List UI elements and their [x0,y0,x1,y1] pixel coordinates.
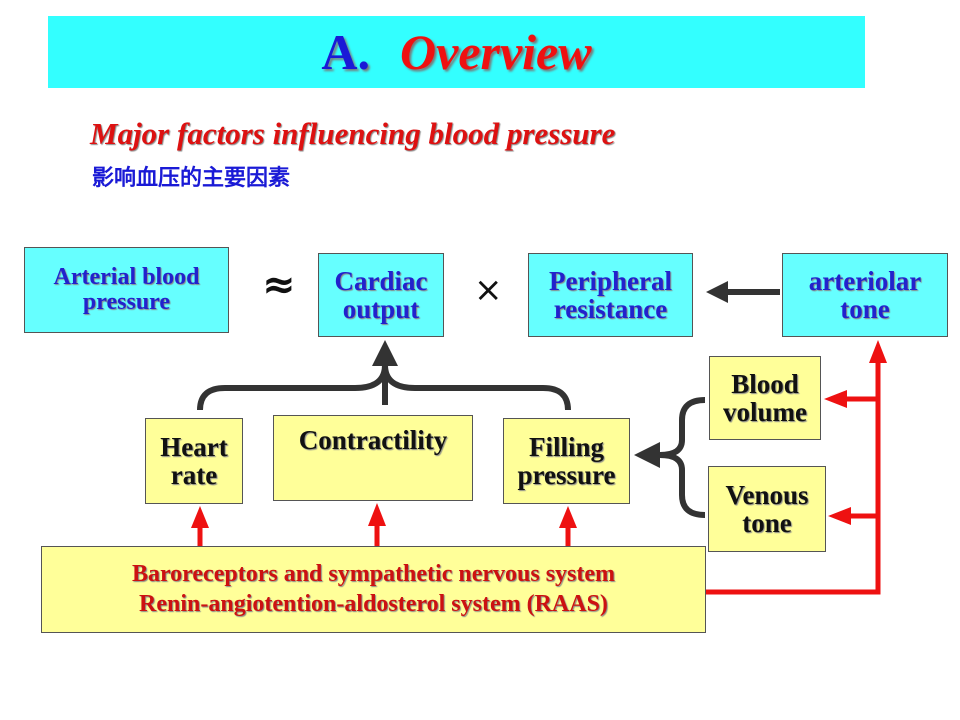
subtitle-chinese: 影响血压的主要因素 [92,166,291,191]
filling-label-line-1: Filling [528,431,604,462]
title-letter: A. [321,24,371,80]
arrow-head-to-cardiac-output [372,340,398,366]
heart-rate-box: Heart rate [145,418,243,504]
red-arrow-to-heart-rate [191,506,209,546]
cardiac-output-box: Cardiac output [318,253,444,337]
subtitle-english: Major factors influencing blood pressure [90,116,616,151]
filling-label-line-2: pressure [517,460,616,490]
arteriolar-label-line-1: arteriolar [808,265,922,296]
red-arrow-to-venous-tone [828,507,878,525]
peripheral-label-line-1: Peripheral [549,265,672,296]
blood-volume-box: Blood volume [709,356,821,440]
arterial-label-line-1: Arterial blood [53,263,200,290]
cardiac-label-line-1: Cardiac [334,265,428,296]
regulators-box: Baroreceptors and sympathetic nervous sy… [41,546,706,633]
heart-label-line-1: Heart [160,431,228,462]
arrow-arteriolar-to-peripheral [706,281,780,303]
peripheral-resistance-box: Peripheral resistance [528,253,693,337]
red-arrow-to-blood-volume [824,390,878,408]
title-word: Overview [400,24,592,80]
red-arrow-to-filling [559,506,577,546]
venous-label-line-2: tone [742,508,792,538]
arterial-label-line-2: pressure [82,289,171,315]
arteriolar-tone-box: arteriolar tone [782,253,948,337]
bracket-to-cardiac-output [197,360,571,411]
peripheral-label-line-2: resistance [553,294,668,324]
arrow-head-to-filling [634,442,660,468]
regulator-line-1: Baroreceptors and sympathetic nervous sy… [131,561,616,588]
red-path-to-arteriolar-tone [706,340,887,595]
blood-label-line-2: volume [723,397,807,427]
arteriolar-label-line-2: tone [840,294,890,324]
contractility-label: Contractility [298,425,448,455]
brace-to-filling-pressure [659,397,706,518]
red-arrow-to-contractility [368,503,386,546]
title-banner: A. Overview [48,16,865,88]
regulator-line-2: Renin-angiotention-aldosterol system (RA… [139,590,608,617]
slide-title: A. Overview [321,23,591,81]
venous-label-line-1: Venous [725,479,809,510]
arterial-blood-pressure-box: Arterial blood pressure [24,247,229,333]
cardiac-label-line-2: output [342,294,420,324]
heart-label-line-2: rate [170,460,218,490]
approx-symbol: ≈ [262,262,296,308]
contractility-box: Contractility [273,415,473,501]
times-symbol: × [474,270,503,310]
venous-tone-box: Venous tone [708,466,826,552]
filling-pressure-box: Filling pressure [503,418,630,504]
blood-label-line-1: Blood [731,368,799,399]
